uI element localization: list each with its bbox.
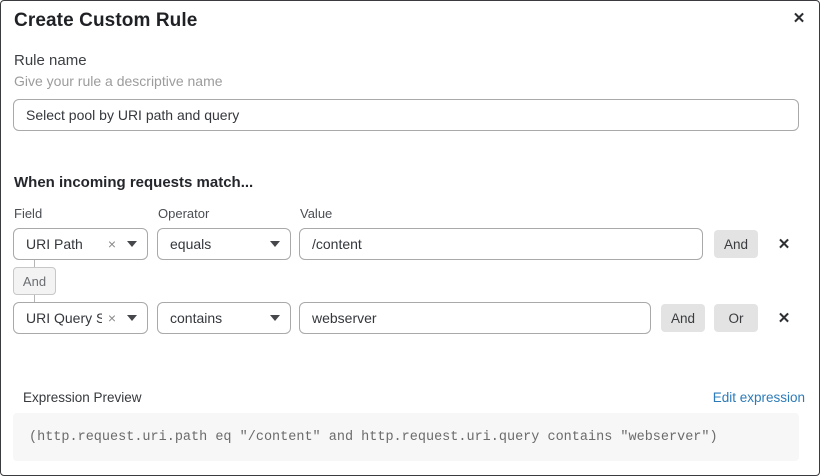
value-column-header: Value — [300, 206, 333, 221]
chevron-down-icon — [270, 241, 280, 247]
match-section-heading: When incoming requests match... — [14, 174, 254, 191]
edit-expression-link[interactable]: Edit expression — [712, 390, 805, 405]
rule-name-label: Rule name — [14, 52, 87, 69]
chevron-down-icon — [127, 241, 137, 247]
expression-preview-code: (http.request.uri.path eq "/content" and… — [13, 413, 799, 461]
field-select-row-2[interactable]: URI Query St... × — [13, 302, 148, 334]
add-and-condition-button[interactable]: And — [714, 230, 758, 258]
delete-row-icon[interactable]: ✕ — [773, 307, 795, 329]
chevron-down-icon — [127, 315, 137, 321]
page-title: Create Custom Rule — [14, 10, 198, 31]
field-select-value: URI Path — [26, 236, 83, 252]
rule-name-input[interactable] — [13, 99, 799, 131]
field-select-row-1[interactable]: URI Path × — [13, 228, 148, 260]
and-connector-chip: And — [13, 267, 56, 295]
field-select-value: URI Query St... — [26, 310, 102, 326]
add-and-condition-button[interactable]: And — [661, 304, 705, 332]
clear-selection-icon[interactable]: × — [107, 310, 116, 326]
operator-select-row-2[interactable]: contains — [157, 302, 291, 334]
add-or-condition-button[interactable]: Or — [714, 304, 758, 332]
expression-preview-label: Expression Preview — [23, 390, 142, 405]
operator-select-value: equals — [170, 236, 212, 252]
value-input-row-1[interactable] — [299, 228, 703, 260]
clear-selection-icon[interactable]: × — [107, 236, 116, 252]
operator-column-header: Operator — [158, 206, 210, 221]
field-column-header: Field — [14, 206, 43, 221]
operator-select-row-1[interactable]: equals — [157, 228, 291, 260]
operator-select-value: contains — [170, 310, 223, 326]
close-icon[interactable]: ✕ — [787, 6, 811, 30]
value-input-row-2[interactable] — [299, 302, 651, 334]
delete-row-icon[interactable]: ✕ — [773, 233, 795, 255]
rule-name-help-text: Give your rule a descriptive name — [14, 73, 223, 89]
chevron-down-icon — [270, 315, 280, 321]
